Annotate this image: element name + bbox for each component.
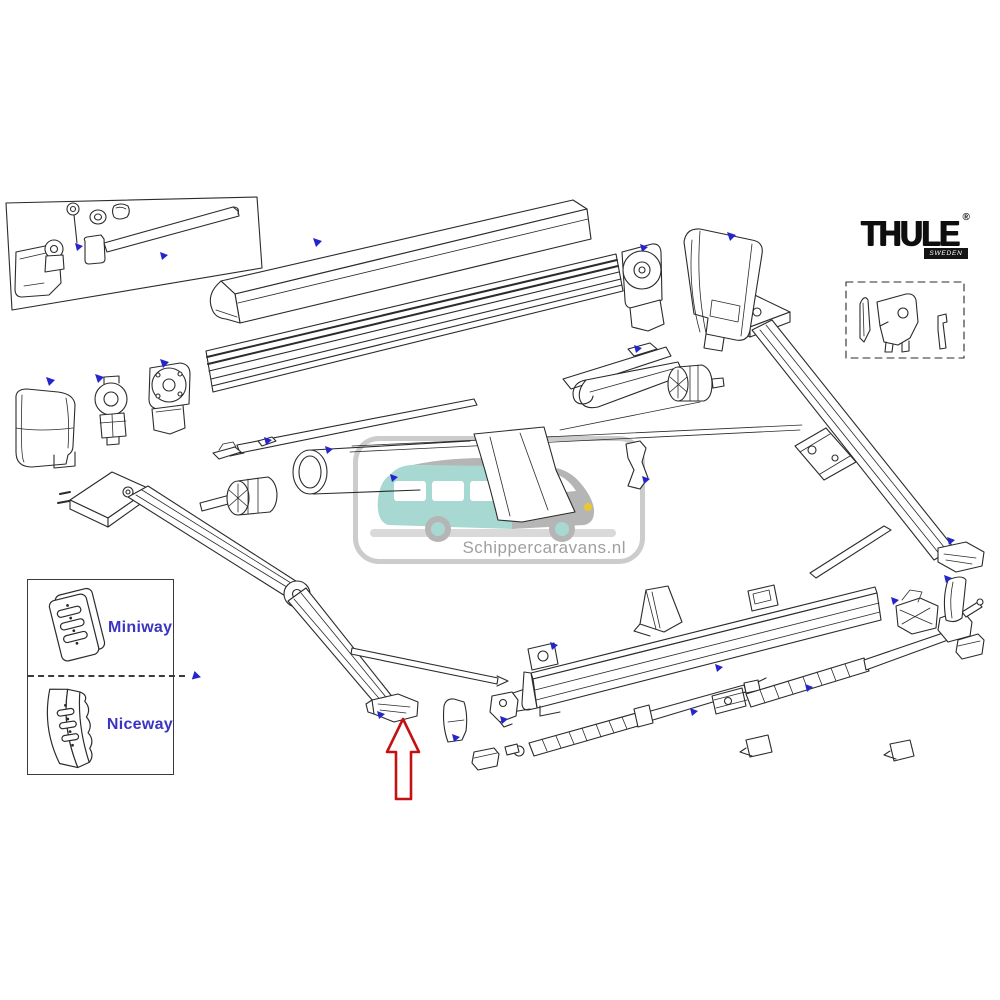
- part-pointer-arrow: [385, 717, 421, 801]
- legend-divider: [28, 670, 202, 683]
- fabric-sheet: [562, 346, 672, 390]
- cassette-top-panel: [209, 199, 592, 324]
- mounting-clips: [212, 342, 658, 460]
- right-end-cover: [683, 228, 763, 352]
- support-foot-cone: [633, 585, 683, 637]
- watermark-text: Schippercaravans.nl: [462, 538, 626, 557]
- drive-motor-left: [199, 476, 278, 516]
- small-bracket-parts: [442, 426, 985, 771]
- legend-item-niceway: Niceway: [28, 677, 173, 772]
- legend-label-niceway: Niceway: [106, 715, 173, 733]
- registered-trademark-icon: ®: [962, 212, 970, 223]
- right-arm-foot-bracket: [937, 541, 985, 573]
- left-arm-assembly: [57, 471, 509, 715]
- lead-rail: [509, 586, 882, 717]
- left-end-cover: [15, 388, 76, 469]
- motor-gear-unit: [148, 362, 191, 435]
- thule-logo-block: THULE ® SWEDEN: [861, 212, 987, 259]
- thule-sweden-badge: SWEDEN: [924, 248, 968, 259]
- remote-legend-box: Miniway Niceway: [27, 579, 202, 775]
- drive-wheel-right: [667, 364, 725, 402]
- headlight-dot: [584, 503, 592, 511]
- right-gear-unit: [621, 243, 665, 332]
- fabric-roll: [559, 361, 701, 431]
- thule-logo-text: THULE: [861, 213, 960, 254]
- miniway-remote-icon: [48, 587, 106, 662]
- top-left-parts-box: [5, 196, 263, 311]
- motorhome-illustration: [370, 458, 616, 542]
- tension-rafter-right: [711, 598, 984, 715]
- niceway-remote-icon: [46, 688, 93, 768]
- blue-position-markers: [46, 232, 955, 742]
- legend-label-miniway: Miniway: [108, 618, 173, 636]
- crank-gear-unit: [94, 375, 128, 446]
- ribbed-back-panel: [205, 253, 624, 393]
- spare-parts-dashed-box: [845, 281, 965, 359]
- legend-item-miniway: Miniway: [28, 580, 173, 675]
- roller-tube: [292, 424, 803, 495]
